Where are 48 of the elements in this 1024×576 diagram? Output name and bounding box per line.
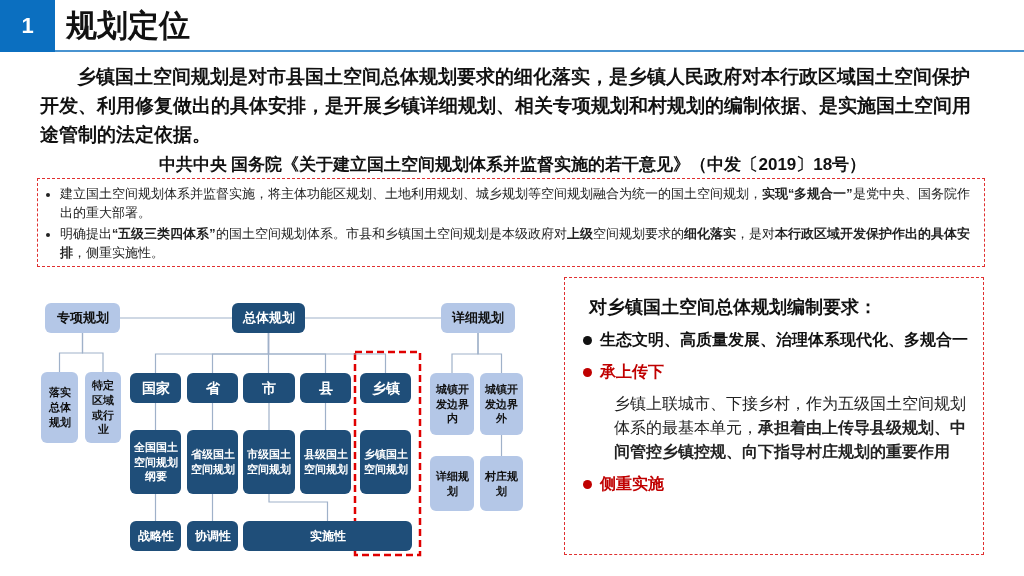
plan-box: 乡镇: [360, 373, 411, 403]
body-paragraph: 乡镇上联城市、下接乡村，作为五级国土空间规划体系的最基本单元，承担着由上传导县级规划、中间管控乡镇控规、向下指导村庄规划的重要作用: [614, 394, 967, 462]
connector-line: [81, 332, 104, 373]
plan-box: 城镇开发边界内: [430, 373, 474, 435]
connector-line: [304, 317, 442, 319]
connector-line: [154, 402, 157, 431]
connector-line: [268, 493, 329, 522]
plan-box: 协调性: [187, 521, 238, 551]
bullet-text: 建立国土空间规划体系并监督实施，将主体功能区规划、土地利用规划、城乡规划等空间规划融合为统一的国土空间规划，实现“多规合一”是党中央、国务院作出的重大部署。: [60, 186, 971, 222]
connector-line: [500, 434, 503, 457]
plan-box: 详细规划: [430, 456, 474, 511]
plan-box: 市: [243, 373, 295, 403]
citation-line: 中共中央 国务院《关于建立国土空间规划体系并监督实施的若干意见》（中发〔2019〕18号）: [157, 154, 868, 176]
bullet-text: 承上传下: [600, 362, 664, 382]
plan-box: 实施性: [243, 521, 412, 551]
panel-heading: 对乡镇国土空间总体规划编制要求：: [589, 296, 878, 319]
plan-box: 县: [300, 373, 351, 403]
connector-line: [477, 332, 503, 374]
plan-box: 详细规划: [441, 303, 515, 333]
connector-line: [211, 493, 214, 522]
requirements-panel: [564, 277, 984, 555]
plan-box: 专项规划: [45, 303, 120, 333]
section-number: 1: [0, 0, 55, 52]
plan-box: 县级国土空间规划: [300, 430, 351, 494]
plan-box: 全国国土空间规划纲要: [130, 430, 181, 494]
bullet-text: 生态文明、高质量发展、治理体系现代化、多规合一: [600, 330, 968, 350]
plan-box: 市级国土空间规划: [243, 430, 295, 494]
connector-line: [267, 332, 387, 374]
plan-box: 省级国土空间规划: [187, 430, 238, 494]
plan-box: 落实总体规划: [41, 372, 78, 443]
connector-line: [268, 402, 270, 431]
plan-box: 战略性: [130, 521, 181, 551]
connector-line: [324, 402, 327, 431]
plan-box: 国家: [130, 373, 181, 403]
plan-box: 省: [187, 373, 238, 403]
plan-box: 村庄规划: [480, 456, 523, 511]
connector-line: [154, 493, 157, 522]
connector-line: [119, 317, 233, 319]
plan-box: 特定区域或行业: [85, 372, 121, 443]
quote-panel: [37, 178, 985, 267]
plan-box: 总体规划: [232, 303, 305, 333]
bullet-text: 侧重实施: [600, 474, 664, 494]
plan-box: 乡镇国土空间规划: [360, 430, 411, 494]
intro-paragraph: 乡镇国土空间规划是对市县国土空间总体规划要求的细化落实，是乡镇人民政府对本行政区域国土空间保护开发、利用修复做出的具体安排，是开展乡镇详细规划、相关专项规划和村规划的编制依据、是实施国土空间用途管制的法定依据。: [40, 65, 972, 147]
page-title: 规划定位: [66, 7, 190, 45]
bullet-text: 明确提出“五级三类四体系”的国土空间规划体系。市县和乡镇国土空间规划是本级政府对上级空间规划要求的细化落实，是对本行政区域开发保护作出的具体安排，侧重实施性。: [60, 225, 971, 262]
plan-box: 城镇开发边界外: [480, 373, 523, 435]
connector-line: [211, 402, 214, 431]
